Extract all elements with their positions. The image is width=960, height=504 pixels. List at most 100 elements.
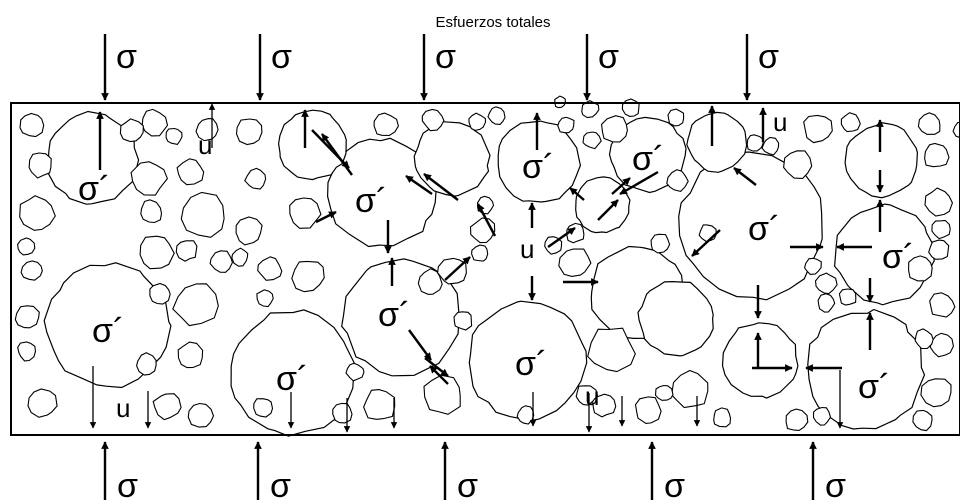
small-soil-grain xyxy=(165,127,183,146)
small-soil-grain xyxy=(423,374,461,415)
small-soil-grain xyxy=(27,388,58,418)
small-soil-grain xyxy=(235,118,263,146)
small-soil-grain xyxy=(817,293,836,313)
small-soil-grain xyxy=(256,289,274,308)
small-soil-grain xyxy=(650,233,671,254)
large-soil-grain xyxy=(608,116,687,194)
contact-force-arrow xyxy=(429,365,449,385)
contact-force-arrow xyxy=(405,175,433,195)
contact-force-arrow xyxy=(619,170,659,196)
total-stress-label: σ xyxy=(825,467,846,504)
small-soil-grain xyxy=(713,407,732,428)
contact-force-arrow xyxy=(733,167,757,186)
small-soil-grain xyxy=(952,121,960,139)
large-soil-grain xyxy=(844,121,919,199)
contact-force-arrow xyxy=(476,203,497,237)
small-soil-grain xyxy=(634,396,662,424)
small-soil-grain xyxy=(785,408,809,431)
small-soil-grain xyxy=(929,292,956,318)
small-soil-grain xyxy=(176,158,205,186)
small-soil-grain xyxy=(363,389,396,420)
effective-stress-label: σ´ xyxy=(522,148,554,186)
small-soil-grain xyxy=(917,112,941,135)
small-soil-grain xyxy=(920,378,952,408)
effective-stress-label: σ´ xyxy=(632,140,664,178)
large-soil-grain xyxy=(43,262,172,389)
small-soil-grain xyxy=(812,406,832,426)
small-soil-grain xyxy=(477,195,495,215)
small-soil-grain xyxy=(152,393,182,421)
pore-pressure-label: u xyxy=(116,393,130,423)
total-stress-label: σ xyxy=(435,38,456,76)
small-soil-grain xyxy=(931,219,951,240)
effective-stress-label: σ´ xyxy=(92,312,124,350)
soil-sample-box xyxy=(10,102,960,436)
small-soil-grain xyxy=(289,197,322,229)
small-soil-grain xyxy=(924,142,950,168)
small-soil-grain xyxy=(468,112,487,131)
effective-stress-label: σ´ xyxy=(515,345,547,383)
small-soil-grain xyxy=(19,112,45,138)
contact-force-arrow xyxy=(597,199,619,221)
small-soil-grain xyxy=(14,305,40,329)
total-stress-label: σ xyxy=(270,467,291,504)
effective-stress-label: σ´ xyxy=(858,368,890,406)
total-stress-label: σ xyxy=(116,38,137,76)
small-soil-grain xyxy=(761,136,780,156)
large-soil-grain xyxy=(721,322,799,399)
small-soil-grain xyxy=(914,328,934,350)
small-soil-grain xyxy=(175,240,198,262)
effective-stress-label: σ´ xyxy=(748,210,780,248)
small-soil-grain xyxy=(666,169,689,193)
small-soil-grain xyxy=(803,114,833,144)
contact-force-arrow xyxy=(423,173,459,201)
contact-force-arrow xyxy=(611,177,631,195)
effective-stress-label: σ´ xyxy=(355,182,387,220)
pore-pressure-label: u xyxy=(585,381,599,411)
small-soil-grain xyxy=(814,272,838,295)
small-soil-grain xyxy=(908,255,933,282)
small-soil-grain xyxy=(928,239,950,260)
diagram-title: Esfuerzos totales xyxy=(435,14,550,31)
small-soil-grain xyxy=(244,167,267,190)
small-soil-grain xyxy=(929,332,954,358)
large-soil-grain xyxy=(637,280,714,357)
small-soil-grain xyxy=(291,260,325,293)
effective-stress-label: σ´ xyxy=(78,170,110,208)
large-soil-grain xyxy=(468,300,588,422)
small-soil-grain xyxy=(421,108,445,132)
small-soil-grain xyxy=(17,341,37,362)
small-soil-grain xyxy=(746,134,764,152)
small-soil-grain xyxy=(912,409,933,432)
small-soil-grain xyxy=(140,199,163,224)
small-soil-grain xyxy=(177,341,204,369)
effective-stress-label: σ´ xyxy=(276,360,308,398)
small-soil-grain xyxy=(257,256,283,281)
small-soil-grain xyxy=(187,402,215,428)
small-soil-grain xyxy=(471,244,489,262)
small-soil-grain xyxy=(141,108,169,137)
small-soil-grain xyxy=(804,257,822,275)
pore-pressure-label: u xyxy=(520,234,534,264)
small-soil-grain xyxy=(136,352,157,376)
effective-stress-label: σ´ xyxy=(882,238,914,276)
small-soil-grain xyxy=(654,384,674,401)
small-soil-grain xyxy=(130,161,169,196)
large-soil-grain xyxy=(47,110,140,205)
small-soil-grain xyxy=(838,288,857,306)
small-soil-grain xyxy=(149,282,171,305)
total-stress-label: σ xyxy=(117,467,138,504)
small-soil-grain xyxy=(554,95,566,109)
small-soil-grain xyxy=(19,195,56,231)
small-soil-grain xyxy=(621,98,640,117)
small-soil-grain xyxy=(557,116,575,134)
small-soil-grain xyxy=(28,152,52,179)
contact-force-arrow xyxy=(569,187,585,201)
small-soil-grain xyxy=(119,118,144,143)
contact-force-arrow xyxy=(424,357,449,377)
contact-force-arrow xyxy=(691,229,721,257)
small-soil-grain xyxy=(840,112,861,133)
contact-force-arrow xyxy=(408,329,432,361)
total-stress-label: σ xyxy=(664,467,685,504)
